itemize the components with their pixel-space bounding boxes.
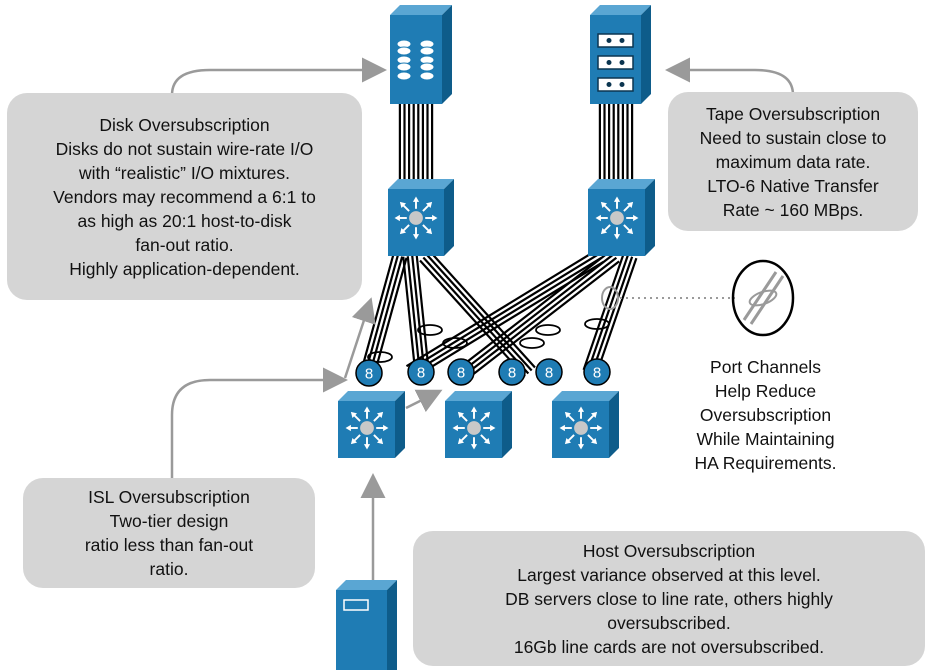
port-channels-note: Port Channels Help Reduce Oversubscripti…	[668, 355, 863, 475]
tape-callout-line: maximum data rate.	[715, 151, 871, 172]
disk-oversub-arrow	[343, 297, 376, 379]
disk-callout-line: as high as 20:1 host-to-disk	[77, 210, 292, 231]
tape-library-icon	[597, 33, 634, 92]
tape-callout-line: Tape Oversubscription	[705, 103, 881, 124]
link-speed-badge	[535, 358, 563, 386]
isl-callout-line: Two-tier design	[109, 511, 229, 531]
isl-link	[591, 256, 634, 374]
isl-link	[595, 257, 638, 375]
port-channel-icon	[731, 259, 795, 337]
isl-callout-line: ISL Oversubscription	[88, 487, 250, 507]
isl-link	[425, 253, 533, 372]
edge-switch-icon	[344, 405, 390, 451]
isl-callout-line: ratio less than fan-out	[84, 535, 254, 555]
port-channel-ring	[535, 324, 561, 336]
port-channel-note-line: HA Requirements.	[694, 453, 837, 473]
port-channel-note-line: Port Channels	[710, 357, 821, 377]
tape-callout-line: LTO-6 Native Transfer	[707, 175, 879, 196]
link-speed-badge-label: 8	[593, 365, 601, 382]
server-icon	[343, 599, 369, 611]
isl-link	[429, 250, 536, 369]
tape-callout-line: Rate ~ 160 MBps.	[722, 199, 864, 220]
callout-arrows	[170, 57, 795, 582]
port-channel-note-line: While Maintaining	[696, 429, 835, 449]
fibre-channel-links	[360, 104, 638, 379]
host-callout-line: Largest variance observed at this level.	[517, 564, 821, 585]
host-callout-line: Host Oversubscription	[582, 540, 756, 561]
port-channel-ring	[442, 337, 468, 349]
port-channel-illustration	[601, 259, 795, 337]
link-speed-badge	[583, 358, 611, 386]
disk-array	[390, 5, 452, 104]
isl-oversub-arrow	[405, 389, 443, 413]
disk-callout-line: with “realistic” I/O mixtures.	[79, 162, 290, 183]
disk-callout-line: Vendors may recommend a 6:1 to	[53, 186, 316, 207]
isl-link	[462, 253, 615, 372]
core-switch-left	[388, 179, 454, 256]
host-callout-line: oversubscribed.	[607, 612, 731, 633]
isl-link	[410, 256, 602, 375]
disk-callout-line: Disks do not sustain wire-rate I/O	[55, 138, 314, 159]
isl-link	[364, 255, 399, 372]
tape-oversubscription-callout: Tape Oversubscription Need to sustain cl…	[668, 92, 918, 231]
isl-link	[582, 253, 625, 371]
host-callout-line: 16Gb line cards are not oversubscribed.	[513, 636, 825, 657]
isl-link	[369, 256, 404, 373]
tape-callout-arrow	[665, 57, 795, 96]
disk-callout-line: fan-out ratio.	[135, 234, 234, 255]
core-switch-icon	[594, 195, 640, 241]
link-speed-badge	[355, 359, 383, 387]
isl-link	[360, 253, 395, 371]
tape-library	[590, 5, 651, 104]
edge-switch-1	[338, 391, 405, 458]
port-channel-note-line: Help Reduce	[714, 381, 817, 401]
edge-switch-icon	[558, 405, 604, 451]
link-speed-badges: 8 8 8 8 8 8	[355, 358, 611, 387]
link-speed-badge	[407, 358, 435, 386]
link-speed-badge	[498, 358, 526, 386]
disk-callout-arrow	[170, 57, 387, 96]
isl-link	[465, 256, 618, 375]
disk-callout-line: Highly application-dependent.	[69, 258, 300, 279]
port-channel-ring	[584, 318, 610, 330]
isl-link	[408, 253, 600, 372]
isl-callout-line: ratio.	[149, 559, 189, 579]
isl-link	[373, 257, 408, 375]
host-oversubscription-callout: Host Oversubscription Largest variance o…	[413, 531, 925, 666]
isl-link	[586, 254, 629, 372]
core-switch-icon	[393, 195, 439, 241]
tape-callout-line: Need to sustain close to	[699, 127, 887, 148]
isl-link	[411, 255, 426, 372]
isl-link	[406, 256, 421, 373]
link-speed-badge-label: 8	[417, 365, 425, 382]
isl-link	[402, 256, 417, 373]
link-speed-badge-label: 8	[457, 365, 465, 382]
edge-switch-3	[552, 391, 619, 458]
core-switch-right	[588, 179, 655, 256]
isl-callout-arrow	[170, 367, 348, 480]
server	[336, 580, 397, 670]
port-channel-ring	[519, 337, 545, 349]
edge-switch-icon	[451, 405, 497, 451]
disk-array-icon	[396, 39, 435, 81]
link-speed-badge-label: 8	[365, 366, 373, 383]
isl-link	[415, 255, 430, 372]
link-speed-badge	[447, 358, 475, 386]
disk-callout-line: Disk Oversubscription	[99, 114, 270, 135]
edge-switch-2	[445, 391, 512, 458]
link-speed-badge-label: 8	[545, 365, 553, 382]
isl-link	[419, 259, 526, 378]
port-channel-ring	[417, 324, 443, 336]
isl-link	[405, 249, 598, 368]
isl-link	[460, 249, 612, 368]
host-callout-line: DB servers close to line rate, others hi…	[505, 588, 833, 609]
port-channel-ring	[367, 351, 393, 363]
isl-oversubscription-callout: ISL Oversubscription Two-tier design rat…	[23, 478, 315, 588]
link-speed-badge-label: 8	[508, 365, 516, 382]
port-channel-note-line: Oversubscription	[699, 405, 832, 425]
disk-oversubscription-callout: Disk Oversubscription Disks do not susta…	[7, 93, 362, 300]
isl-link	[422, 256, 530, 375]
isl-link	[468, 260, 620, 379]
